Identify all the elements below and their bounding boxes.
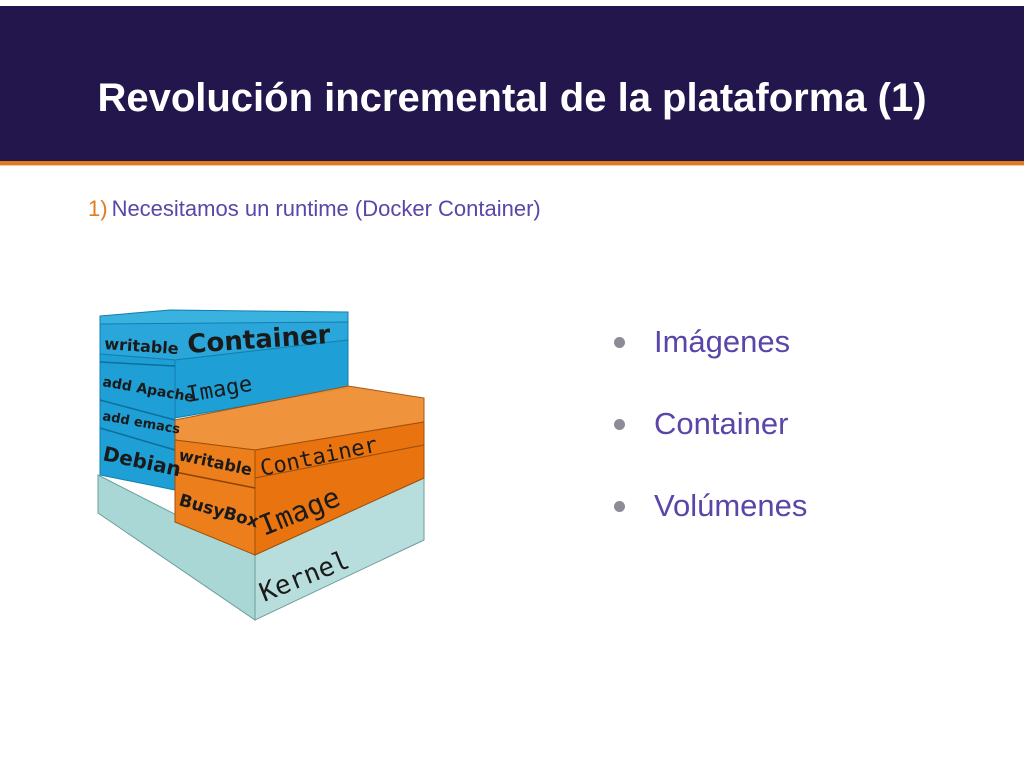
- subtitle-text: Necesitamos un runtime (Docker Container…: [111, 196, 541, 221]
- bullet-text: Imágenes: [654, 324, 791, 359]
- bullet-item: Container: [612, 400, 807, 482]
- bullet-text: Volúmenes: [654, 488, 808, 523]
- bullet-item: Imágenes: [612, 318, 807, 400]
- title-divider: [0, 161, 1024, 165]
- orange-left-face: [174, 439, 256, 556]
- blue-divider-3: [99, 427, 176, 451]
- bullet-list: Imágenes Container Volúmenes: [612, 318, 807, 564]
- bullet-dot-icon: [614, 501, 625, 512]
- title-divider-thin: [0, 165, 1024, 166]
- slide-title: Revolución incremental de la plataforma …: [97, 76, 927, 120]
- subtitle: 1)Necesitamos un runtime (Docker Contain…: [88, 194, 541, 224]
- title-bar: [0, 6, 1024, 161]
- bullet-text: Container: [654, 406, 789, 441]
- docker-layers-diagram: writable Container add Apache Image add …: [97, 309, 425, 621]
- blue-divider-2: [99, 399, 176, 421]
- bullet-item: Volúmenes: [612, 482, 807, 564]
- orange-divider: [174, 471, 256, 489]
- subtitle-number: 1): [88, 196, 108, 221]
- blue-divider-1: [99, 361, 176, 367]
- bullet-dot-icon: [614, 337, 625, 348]
- bullet-dot-icon: [614, 419, 625, 430]
